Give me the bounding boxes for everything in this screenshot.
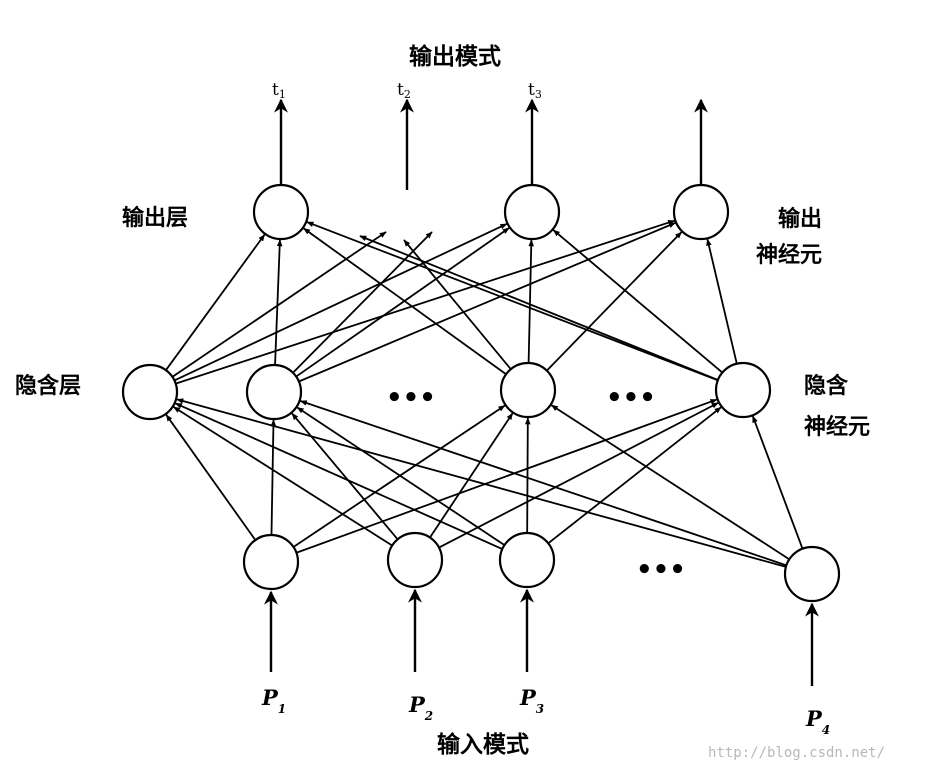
connection-input3-hidden4	[547, 406, 722, 545]
input-neuron-3	[498, 531, 556, 589]
connection-hidden4-output2	[552, 229, 723, 374]
connection-input4-hidden2	[299, 400, 787, 567]
connection-input1-hidden1	[165, 414, 257, 541]
hidden-ellipsis-right: •••	[606, 383, 656, 413]
output-label-t3: t3	[528, 80, 542, 101]
connection-input2-hidden3	[429, 412, 514, 539]
input-label-p3: P3	[519, 685, 544, 716]
connection-input2-hidden4	[438, 402, 719, 549]
connection-hidden4-output3	[706, 238, 738, 364]
output-label-t1: t1	[272, 80, 286, 101]
neurons	[121, 183, 841, 603]
hidden-neuron-4	[714, 361, 772, 419]
connection-hidden4-gap	[403, 239, 512, 370]
input-label-p1: P1	[261, 685, 286, 716]
connections	[165, 219, 804, 568]
connection-input3-hidden3	[524, 417, 531, 534]
connection-hidden4-output1	[306, 221, 719, 382]
connection-hidden1-output2	[174, 223, 508, 382]
hidden-ellipsis-left: •••	[386, 383, 436, 413]
output-neuron-label-line1: 输出	[778, 206, 822, 232]
input-ellipsis: •••	[636, 555, 686, 585]
input-neuron-2	[386, 531, 444, 589]
output-label-t2: t2	[397, 80, 411, 101]
input-neuron-1	[242, 533, 300, 591]
connection-input4-hidden1	[176, 398, 787, 568]
input-label-p4: P4	[805, 706, 830, 737]
output-pattern-title: 输出模式	[409, 43, 501, 70]
hidden-neuron-2	[245, 363, 303, 421]
input-label-p2: P2	[408, 692, 433, 723]
watermark-text: http://blog.csdn.net/	[708, 745, 885, 761]
connection-hidden2-output3	[298, 222, 676, 383]
connection-hidden3-output1	[303, 227, 507, 375]
output-neuron-2	[503, 183, 561, 241]
input-pattern-title: 输入模式	[437, 731, 529, 758]
output-layer-label: 输出层	[122, 205, 188, 231]
connection-input2-hidden2	[291, 412, 399, 540]
connection-input4-hidden3	[550, 404, 790, 561]
connection-hidden3-output3	[546, 231, 683, 372]
connection-hidden2-output2	[295, 227, 510, 378]
connection-hidden1-gap	[171, 231, 387, 378]
connection-input1-hidden2	[270, 419, 277, 536]
hidden-neuron-1	[121, 363, 179, 421]
connection-hidden1-output3	[175, 219, 676, 385]
output-neuron-3	[672, 183, 730, 241]
io-arrows	[264, 98, 819, 686]
connection-input3-hidden2	[296, 406, 506, 546]
output-neuron-label-line2: 神经元	[756, 242, 822, 268]
hidden-neuron-label-line2: 神经元	[804, 414, 870, 440]
connection-input3-hidden1	[174, 402, 503, 550]
connection-hidden1-output1	[165, 234, 266, 371]
input-neuron-4	[783, 545, 841, 603]
connection-input2-hidden1	[173, 406, 393, 547]
connection-hidden2-output1	[274, 239, 283, 366]
output-neuron-1	[252, 183, 310, 241]
connection-input4-hidden4	[751, 415, 804, 550]
connection-input1-hidden3	[292, 404, 506, 548]
connection-hidden3-output2	[527, 239, 535, 364]
hidden-layer-label: 隐含层	[15, 373, 81, 399]
connection-input1-hidden4	[296, 398, 718, 554]
hidden-neuron-3	[499, 361, 557, 419]
hidden-neuron-label-line1: 隐含	[804, 373, 849, 399]
connection-hidden2-gap	[292, 231, 433, 374]
